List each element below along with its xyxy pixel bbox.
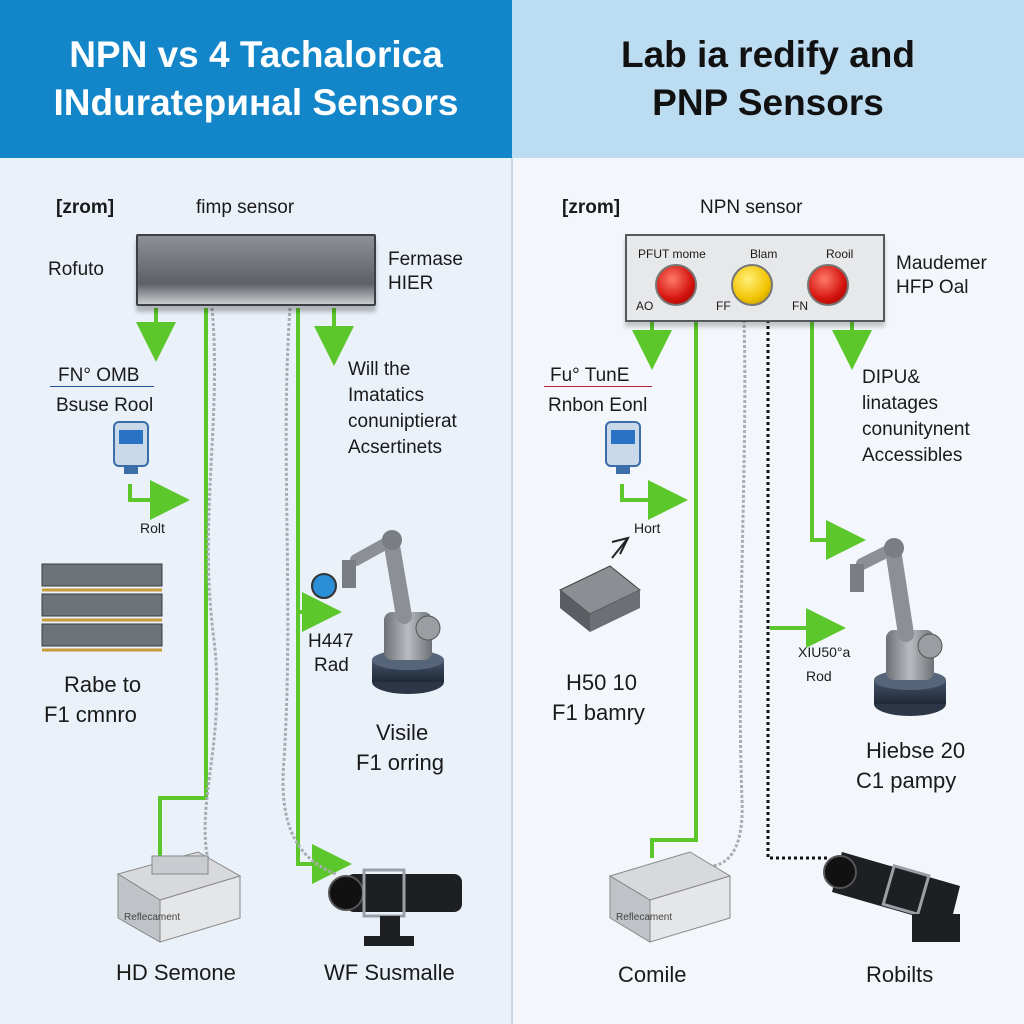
left-sub-title-underline (50, 386, 154, 387)
right-chip-line1: H50 10 (566, 670, 637, 695)
right-lamp-sub-1: AO (636, 299, 654, 313)
left-arrow-right (128, 480, 190, 520)
right-box-brand: Reflecament (616, 912, 673, 923)
right-robot-caption-line1: Hiebse 20 (866, 738, 966, 763)
right-lamp-label-1: PFUT mome (638, 247, 706, 261)
left-title-line2: INdurateринal Sensors (53, 82, 459, 123)
right-housing-right-line1: Maudemer (896, 253, 987, 274)
left-right-text-4: Acsertinets (348, 437, 442, 458)
left-robot-caption-line1: Visile (376, 720, 429, 745)
right-lamp-label-2: Blam (750, 247, 778, 261)
left-wire-to-camera (296, 308, 352, 884)
right-lamp-sub-2: FF (716, 299, 731, 313)
right-tag: [zrom] (562, 197, 621, 218)
chip-icon (559, 536, 641, 632)
left-sensor-label: fimp sensor (196, 197, 295, 218)
left-housing-right-line1: Fermase (388, 249, 463, 270)
right-arrow-right (620, 480, 688, 520)
right-lamp-label-3: Rooil (826, 247, 854, 261)
right-grey-cable (711, 319, 747, 868)
right-right-text-4: Accessibles (862, 445, 963, 466)
right-title: Lab ia redify and PNP Sensors (621, 31, 915, 127)
left-small-sensor-icon (113, 421, 149, 474)
right-robot-tag-line1: XIU50°a (798, 644, 851, 660)
panel-divider (511, 0, 513, 1024)
right-wires (620, 319, 872, 868)
right-housing-right-line2: HFP Oal (896, 277, 969, 298)
left-title-line1: NPN vs 4 Tachalorica (69, 34, 443, 75)
right-small-sensor-icon (605, 421, 641, 474)
right-robot-tag-line2: Rod (806, 668, 832, 684)
right-robot-arm-icon (850, 538, 946, 716)
left-module-box-icon (116, 851, 242, 943)
left-panel (0, 0, 512, 1024)
left-sub-title: FN° OMB (58, 365, 140, 386)
right-wire-to-robot (810, 320, 866, 560)
left-bottom-right-label: WF Susmalle (324, 960, 455, 985)
right-right-text-1: DIPU& (862, 367, 921, 388)
stacked-plates-icon (41, 563, 163, 652)
left-wire-to-box (158, 308, 208, 858)
left-stack-line2: F1 cmnro (44, 702, 137, 727)
left-robot-tag-line2: Rad (314, 655, 349, 676)
right-sensor-housing (625, 234, 885, 322)
right-sub-caption: Rnbon Eonl (548, 395, 648, 416)
left-robot-caption-line2: F1 orring (356, 750, 445, 775)
lamp-red-1 (655, 264, 697, 306)
left-box-brand: Reflecament (124, 912, 181, 923)
right-sub-title-underline (544, 386, 652, 387)
left-housing-right-line2: HIER (388, 273, 434, 294)
left-arrow-label: Rolt (140, 520, 165, 536)
right-title-line1: Lab ia redify and (620, 34, 915, 75)
left-camera-icon (328, 868, 462, 946)
left-title-banner: NPN vs 4 Tachalorica INdurateринal Senso… (0, 0, 512, 158)
right-robot-caption-line2: C1 pampy (856, 768, 957, 793)
left-sub-caption: Bsuse Rool (56, 395, 154, 416)
right-bottom-left-label: Comile (618, 962, 687, 987)
right-camera-icon (823, 852, 960, 942)
right-title-banner: Lab ia redify and PNP Sensors (512, 0, 1024, 158)
right-wire-to-box (650, 320, 698, 858)
left-right-text-3: conuniptierat (348, 411, 457, 432)
lamp-red-2 (807, 264, 849, 306)
right-sensor-label: NPN sensor (700, 197, 803, 218)
right-module-box-icon (608, 851, 732, 943)
left-title: NPN vs 4 Tachalorica INdurateринal Senso… (54, 31, 459, 127)
right-title-line2: PNP Sensors (652, 82, 884, 123)
left-housing-left-label: Rofuto (48, 259, 104, 280)
left-wires (128, 307, 354, 884)
left-grey-cable-1 (203, 307, 219, 861)
left-tag: [zrom] (56, 197, 115, 218)
right-right-text-2: linatages (862, 393, 939, 414)
left-bottom-left-label: HD Semone (116, 960, 236, 985)
left-robot-arm-icon (311, 530, 444, 694)
right-arrow-label: Hort (634, 520, 661, 536)
right-black-cable (766, 320, 830, 860)
left-grey-cable-2 (281, 307, 337, 876)
right-right-text-3: conunitynent (862, 419, 970, 440)
right-sub-title: Fu° TunE (550, 365, 630, 386)
left-right-text-1: Will the (348, 359, 411, 380)
right-bottom-right-label: Robilts (866, 962, 934, 987)
left-robot-tag-line1: H447 (308, 631, 354, 652)
left-stack-line1: Rabe to (64, 672, 142, 697)
left-right-text-2: Imatatics (348, 385, 425, 406)
right-chip-line2: F1 bamry (552, 700, 645, 725)
right-lamp-sub-3: FN (792, 299, 808, 313)
lamp-yellow (731, 264, 773, 306)
left-sensor-housing (136, 234, 376, 306)
